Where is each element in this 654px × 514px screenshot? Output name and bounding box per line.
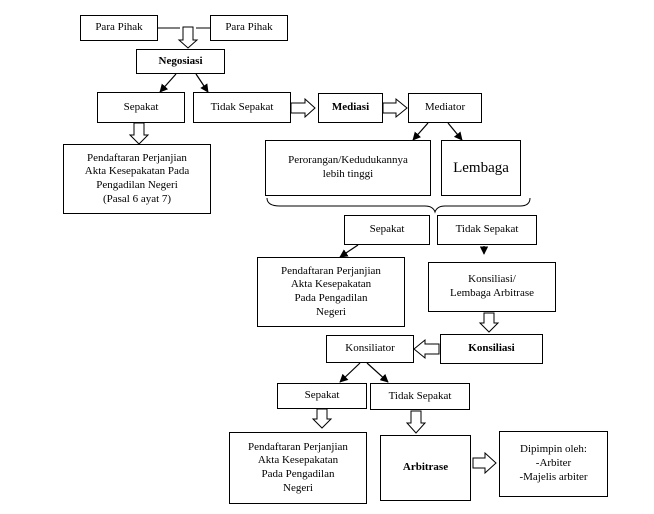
arrow-konsiliator-tidaksepakat3 [366, 362, 389, 383]
node-konsiliasi: Konsiliasi [440, 334, 543, 364]
node-arbitrase: Arbitrase [380, 435, 471, 501]
node-tidak-sepakat-3: Tidak Sepakat [370, 383, 470, 410]
hollow-arrow-konsiliasi-konsiliator [413, 338, 440, 360]
node-tidak-sepakat-1: Tidak Sepakat [193, 92, 291, 123]
arrow-negosiasi-sepakat [159, 73, 177, 93]
node-para-pihak-right: Para Pihak [210, 15, 288, 41]
arrow-sepakat2-pendaftaran2 [339, 244, 359, 258]
node-dipimpin: Dipimpin oleh: -Arbiter -Majelis arbiter [499, 431, 608, 497]
hollow-arrow-tidaksepakat1-mediasi [290, 97, 316, 119]
node-pendaftaran-2: Pendaftaran Perjanjian Akta Kesepakatan … [257, 257, 405, 327]
node-negosiasi: Negosiasi [136, 49, 225, 74]
node-sepakat-2: Sepakat [344, 215, 430, 245]
hollow-arrow-sepakat1-pendaftaran1 [128, 122, 150, 145]
node-tidak-sepakat-2: Tidak Sepakat [437, 215, 537, 245]
hollow-arrow-lembaga-konsiliasi [478, 312, 500, 333]
arrow-mediator-lembaga [447, 122, 463, 141]
node-konsiliator: Konsiliator [326, 335, 414, 363]
hollow-arrow-pihak-negosiasi [177, 26, 199, 49]
node-para-pihak-left: Para Pihak [80, 15, 158, 41]
hollow-arrow-sepakat3-pendaftaran3 [311, 408, 333, 429]
hollow-arrow-mediasi-mediator [382, 97, 408, 119]
node-perorangan: Perorangan/Kedudukannya lebih tinggi [265, 140, 431, 196]
hollow-arrow-tidaksepakat3-arbitrase [405, 410, 427, 434]
node-sepakat-1: Sepakat [97, 92, 185, 123]
brace-mediator-options [266, 197, 531, 214]
node-pendaftaran-1: Pendaftaran Perjanjian Akta Kesepakatan … [63, 144, 211, 214]
node-pendaftaran-3: Pendaftaran Perjanjian Akta Kesepakatan … [229, 432, 367, 504]
hollow-arrow-arbitrase-dipimpin [472, 451, 497, 475]
arrow-konsiliator-sepakat3 [339, 362, 361, 383]
node-konsiliasi-lembaga: Konsiliasi/ Lembaga Arbitrase [428, 262, 556, 312]
arrow-negosiasi-tidak-sepakat [195, 73, 209, 93]
node-lembaga: Lembaga [441, 140, 521, 196]
node-sepakat-3: Sepakat [277, 383, 367, 409]
node-mediator: Mediator [408, 93, 482, 123]
node-mediasi: Mediasi [318, 93, 383, 123]
arrow-mediator-perorangan [412, 122, 429, 141]
